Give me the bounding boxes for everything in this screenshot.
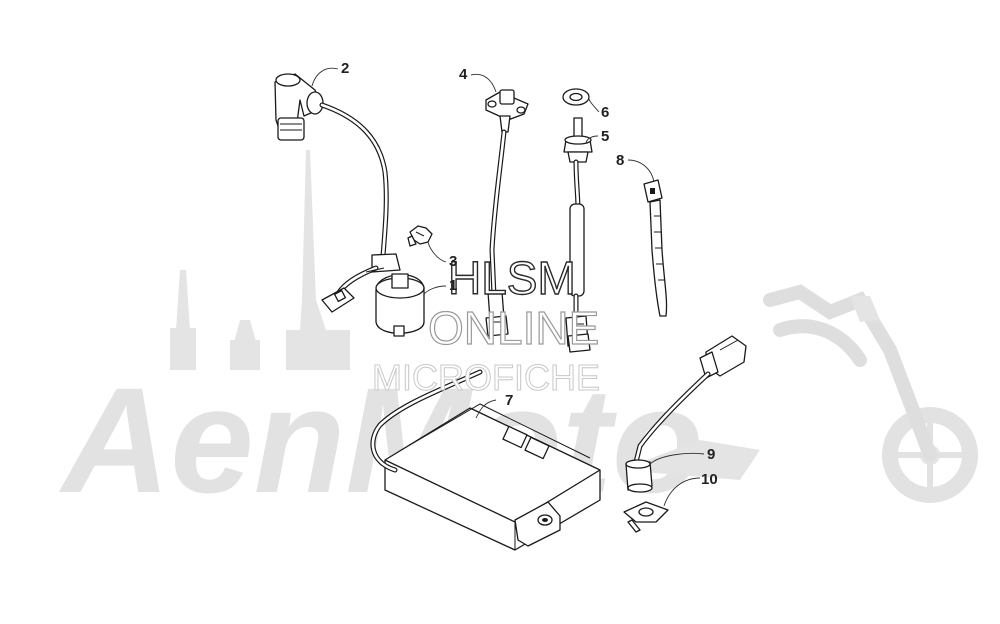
callout-3[interactable]: 3: [449, 253, 457, 270]
watermark-motorcycle-icon: [620, 284, 978, 503]
watermark-layer: AenMoto: [58, 150, 978, 524]
callout-10[interactable]: 10: [701, 471, 718, 488]
sensor-with-lead-icon[interactable]: [485, 89, 529, 337]
callout-9[interactable]: 9: [707, 446, 715, 463]
cable-tie-icon[interactable]: [643, 179, 668, 317]
o-ring-icon[interactable]: [562, 88, 590, 106]
callout-5[interactable]: 5: [601, 128, 609, 145]
callout-1[interactable]: 1: [449, 277, 457, 294]
watermark-text: HLSM ONLINE MICROFICHE: [372, 251, 601, 398]
callout-6[interactable]: 6: [601, 104, 609, 121]
callout-leaders: [311, 67, 705, 507]
watermark-line3: MICROFICHE: [372, 357, 600, 398]
callout-7[interactable]: 7: [505, 392, 513, 409]
wire-clip-icon[interactable]: [407, 225, 433, 247]
bracket-icon[interactable]: [623, 501, 669, 533]
spark-plug-cap-icon[interactable]: [274, 73, 389, 259]
callout-labels: 2 4 6 5 8 3 1 7 9 10: [341, 60, 718, 488]
ignition-coil-icon[interactable]: [321, 253, 425, 337]
watermark-line1: HLSM: [448, 252, 576, 304]
watermark-line2: ONLINE: [428, 302, 599, 354]
callout-2[interactable]: 2: [341, 60, 349, 77]
callout-8[interactable]: 8: [616, 152, 624, 169]
temperature-sensor-icon[interactable]: [563, 117, 593, 353]
cdi-module-icon[interactable]: [370, 369, 601, 551]
knock-sensor-icon[interactable]: [625, 335, 747, 493]
callout-4[interactable]: 4: [459, 66, 468, 83]
watermark-skyline-icon: [170, 150, 350, 370]
